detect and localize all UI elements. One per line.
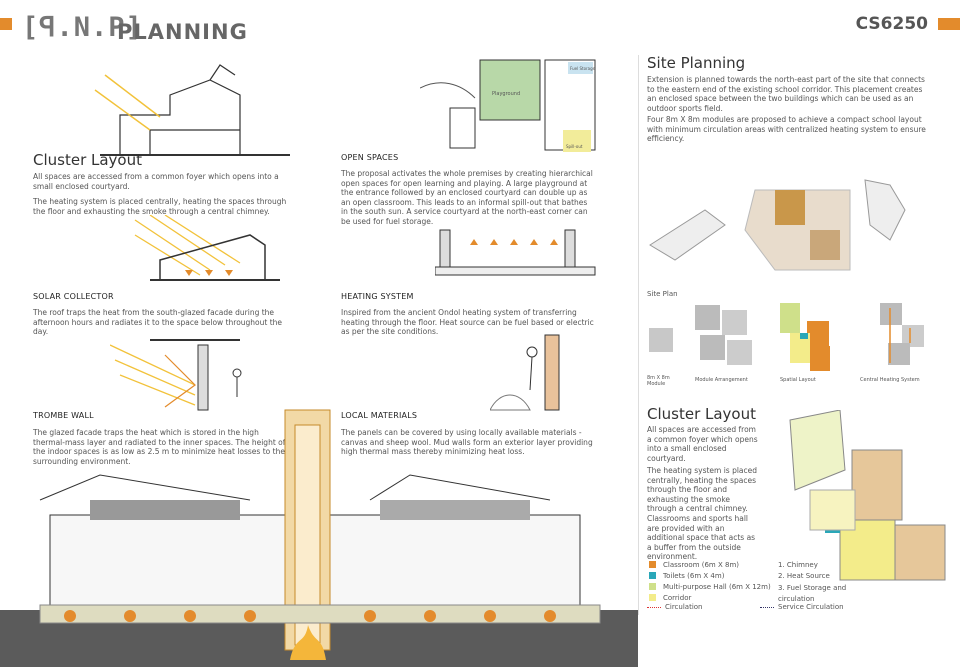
playground-label: Playground bbox=[492, 91, 520, 97]
legend-fuel-storage: 3. Fuel Storage and circulation bbox=[778, 584, 847, 603]
circulation-line bbox=[647, 607, 661, 608]
caption-module-arrangement: Module Arrangement bbox=[695, 377, 748, 383]
site-sketch-plan: Playground Fuel Storage Spill-out bbox=[420, 59, 596, 152]
accent-bar-right bbox=[938, 18, 960, 30]
legend-swatch-corridor bbox=[649, 594, 656, 601]
cluster-layout-heading-right: Cluster Layout bbox=[647, 405, 756, 423]
module-diagram bbox=[649, 328, 673, 352]
local-materials-text: The panels can be covered by using local… bbox=[341, 428, 593, 456]
page-title: PLANNING bbox=[117, 20, 248, 44]
cluster-right-text-1: All spaces are accessed from a common fo… bbox=[647, 425, 758, 463]
site-planning-text-2: Four 8m X 8m modules are proposed to ach… bbox=[647, 115, 926, 144]
cluster-right-text-2: The heating system is placed centrally, … bbox=[647, 466, 758, 562]
heating-system-sketch bbox=[435, 229, 596, 276]
legend-swatch-classroom bbox=[649, 561, 656, 568]
legend-circulation: Circulation bbox=[665, 603, 703, 611]
legend-chimney: 1. Chimney bbox=[778, 561, 818, 569]
section-sketch-top bbox=[94, 64, 290, 156]
legend-heat-source: 2. Heat Source bbox=[778, 572, 830, 580]
spatial-layout-diagram bbox=[780, 303, 830, 371]
building-section-drawing bbox=[39, 409, 601, 660]
course-code: CS6250 bbox=[855, 14, 928, 34]
legend-hall: Multi-purpose Hall (6m X 12m) bbox=[663, 583, 771, 591]
cluster-layout-text-1: All spaces are accessed from a common fo… bbox=[33, 172, 279, 191]
site-plan-massing bbox=[649, 179, 906, 271]
cluster-layout-heading-left: Cluster Layout bbox=[33, 151, 142, 169]
local-materials-sketch bbox=[490, 334, 560, 411]
solar-collector-text: The roof traps the heat from the south-g… bbox=[33, 308, 283, 336]
solar-collector-sketch bbox=[134, 215, 280, 281]
site-plan-caption: Site Plan bbox=[647, 290, 678, 298]
cluster-layout-text-2: The heating system is placed centrally, … bbox=[33, 197, 287, 216]
accent-bar-left bbox=[0, 18, 12, 30]
legend-toilets: Toilets (6m X 4m) bbox=[663, 572, 725, 580]
cluster-plan-drawing bbox=[789, 410, 946, 581]
legend-classroom: Classroom (6m X 8m) bbox=[663, 561, 740, 569]
caption-module: 8m X 8m Module bbox=[647, 375, 670, 387]
fuel-storage-label: Fuel Storage bbox=[570, 66, 596, 71]
legend-corridor: Corridor bbox=[663, 594, 692, 602]
open-spaces-text: The proposal activates the whole premise… bbox=[341, 169, 593, 226]
solar-collector-heading: SOLAR COLLECTOR bbox=[33, 292, 114, 301]
open-spaces-heading: OPEN SPACES bbox=[341, 153, 399, 162]
service-circulation-line bbox=[760, 607, 774, 608]
legend-swatch-hall bbox=[649, 583, 656, 590]
local-materials-heading: LOCAL MATERIALS bbox=[341, 411, 418, 420]
site-planning-text-1: Extension is planned towards the north-e… bbox=[647, 75, 925, 113]
caption-spatial-layout: Spatial Layout bbox=[780, 377, 816, 383]
central-heating-diagram bbox=[880, 303, 924, 365]
module-arrangement-diagram bbox=[695, 305, 752, 365]
trombe-wall-text: The glazed facade traps the heat which i… bbox=[33, 428, 286, 466]
heating-system-heading: HEATING SYSTEM bbox=[341, 292, 414, 301]
column-divider bbox=[638, 55, 639, 615]
spill-out-label: Spill-out bbox=[566, 144, 583, 149]
logo: [ꟼ.N.P] bbox=[22, 12, 143, 43]
site-planning-heading: Site Planning bbox=[647, 54, 746, 72]
legend-swatch-toilets bbox=[649, 572, 656, 579]
trombe-wall-heading: TROMBE WALL bbox=[33, 411, 94, 420]
heating-system-text: Inspired from the ancient Ondol heating … bbox=[341, 308, 594, 336]
legend-service-circulation: Service Circulation bbox=[778, 603, 844, 611]
trombe-wall-sketch bbox=[110, 339, 242, 411]
caption-central-heating: Central Heating System bbox=[860, 377, 920, 383]
